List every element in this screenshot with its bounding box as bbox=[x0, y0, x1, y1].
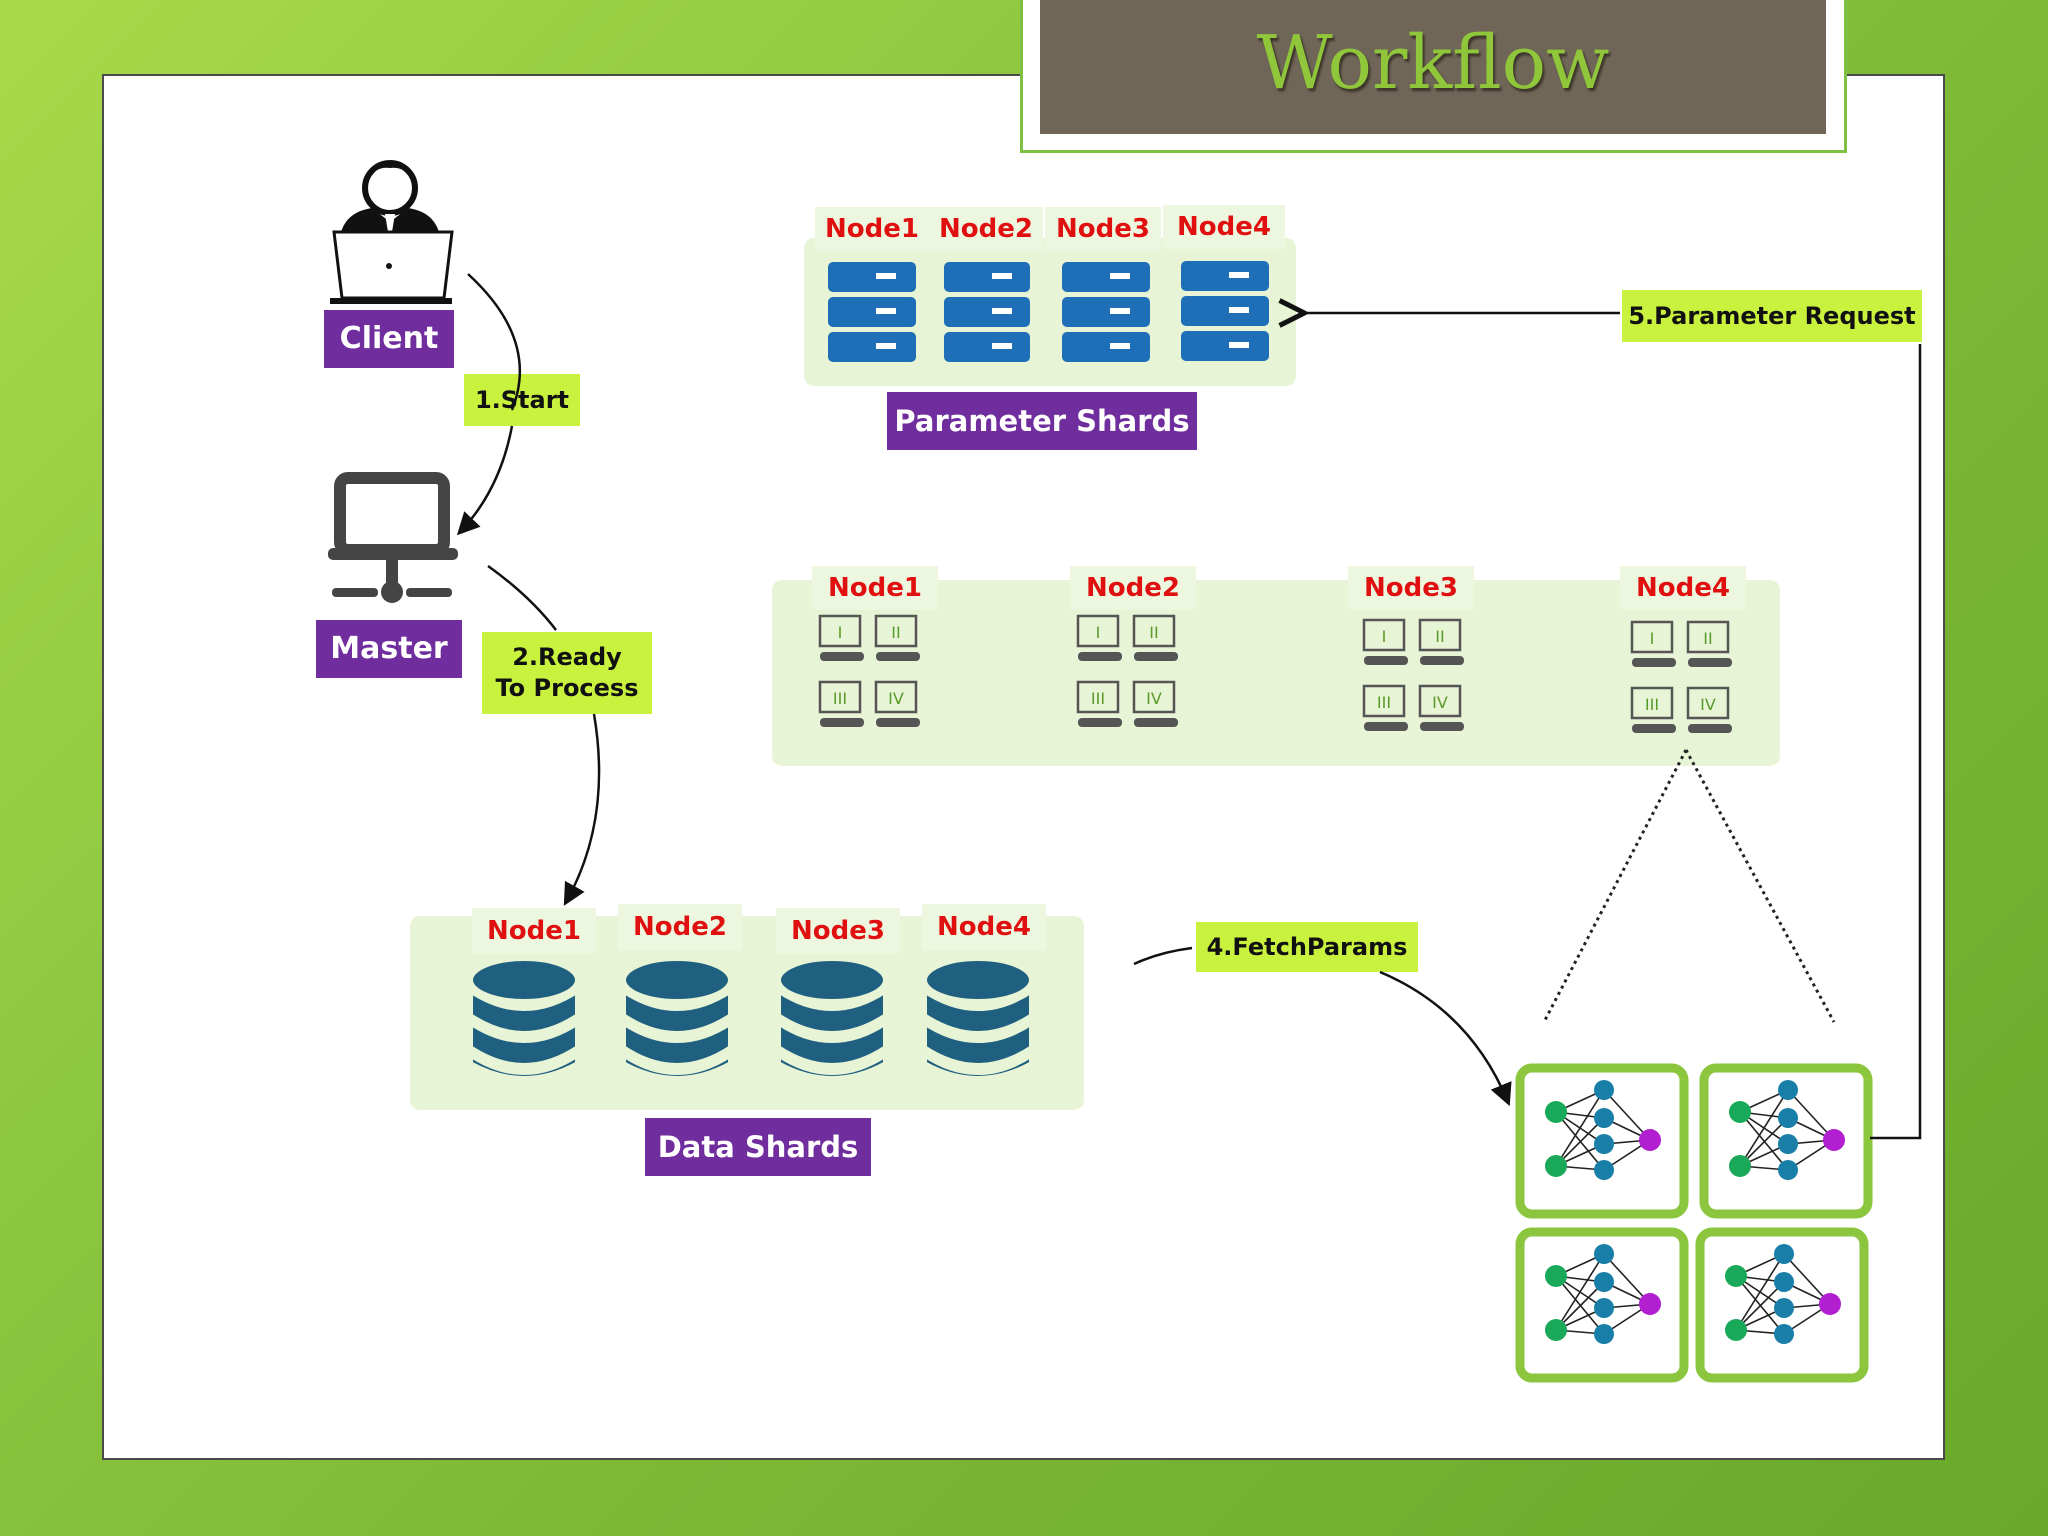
start-arrow-top bbox=[467, 273, 522, 411]
step-ready-line2: To Process bbox=[495, 674, 639, 702]
title-banner bbox=[1040, 0, 1826, 134]
fetch-arrow-tail bbox=[1133, 946, 1193, 966]
master-computer-icon bbox=[328, 472, 458, 603]
connectors bbox=[456, 273, 1922, 1140]
param-node-3-label: Node3 bbox=[1045, 207, 1161, 251]
param-node-2-label: Node2 bbox=[929, 207, 1043, 251]
request-line bbox=[1870, 344, 1922, 1140]
shard-numeral: III bbox=[1377, 693, 1391, 712]
shard-numeral: II bbox=[1435, 627, 1444, 646]
ready-arrow-top bbox=[487, 564, 557, 631]
shard-numeral: IV bbox=[1146, 689, 1162, 708]
parameter-shards-label: Parameter Shards bbox=[887, 392, 1197, 450]
shard-numeral: I bbox=[838, 623, 843, 642]
step-ready-line1: 2.Ready bbox=[512, 643, 622, 671]
page-title: Workflow bbox=[1256, 20, 1610, 106]
client-user-icon bbox=[330, 160, 454, 304]
worker-node-2-label: Node2 bbox=[1070, 566, 1196, 610]
worker-shard-icons: I II III IV I II III IV I II III IV I II… bbox=[818, 614, 1732, 733]
shard-numeral: II bbox=[1149, 623, 1158, 642]
step-request-label: 5.Parameter Request bbox=[1622, 290, 1922, 342]
start-arrow bbox=[456, 425, 514, 536]
data-node-3-label: Node3 bbox=[776, 908, 900, 954]
worker-node-1-label: Node1 bbox=[812, 566, 938, 610]
ready-arrow bbox=[563, 713, 601, 906]
database-icons bbox=[467, 955, 1035, 1082]
step-fetch-label: 4.FetchParams bbox=[1196, 922, 1418, 972]
shard-numeral: I bbox=[1650, 629, 1655, 648]
param-node-1-label: Node1 bbox=[815, 207, 929, 251]
shard-numeral: IV bbox=[888, 689, 904, 708]
master-label: Master bbox=[316, 620, 462, 678]
param-node-4-label: Node4 bbox=[1163, 205, 1285, 249]
step-start-label: 1.Start bbox=[464, 374, 580, 426]
shard-numeral: III bbox=[1091, 689, 1105, 708]
worker-node-3-label: Node3 bbox=[1348, 566, 1474, 610]
shard-numeral: I bbox=[1382, 627, 1387, 646]
fetch-arrow bbox=[1379, 970, 1512, 1107]
shard-numeral: I bbox=[1096, 623, 1101, 642]
data-node-4-label: Node4 bbox=[922, 904, 1046, 950]
step-ready-label: 2.Ready To Process bbox=[482, 632, 652, 714]
shard-numeral: IV bbox=[1432, 693, 1448, 712]
shard-numeral: II bbox=[1703, 629, 1712, 648]
shard-numeral: III bbox=[833, 689, 847, 708]
shard-numeral: IV bbox=[1700, 695, 1716, 714]
shard-numeral: III bbox=[1645, 695, 1659, 714]
client-label: Client bbox=[324, 310, 454, 368]
data-shards-label: Data Shards bbox=[645, 1118, 871, 1176]
data-node-2-label: Node2 bbox=[618, 904, 742, 950]
neural-network-icons bbox=[1515, 1063, 1873, 1383]
data-node-1-label: Node1 bbox=[472, 908, 596, 954]
workers-panel bbox=[772, 580, 1780, 766]
param-server-icons bbox=[828, 261, 1269, 362]
worker-node-4-label: Node4 bbox=[1620, 566, 1746, 610]
worker-zoom-lines bbox=[1542, 749, 1836, 1023]
shard-numeral: II bbox=[891, 623, 900, 642]
